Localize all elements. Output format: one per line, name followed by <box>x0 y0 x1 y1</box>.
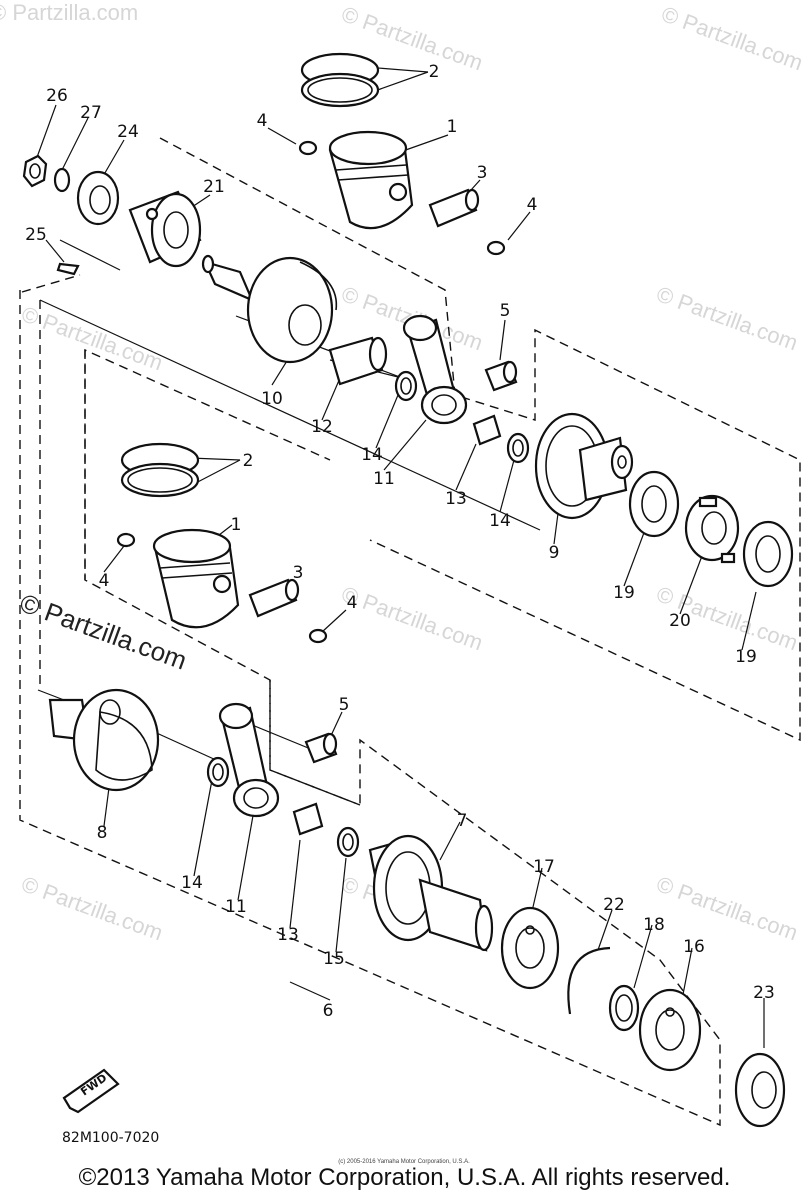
washer-18 <box>608 984 640 1032</box>
callout-27: 27 <box>80 103 102 123</box>
callout-4-lower-right: 4 <box>347 593 358 613</box>
callout-17: 17 <box>533 857 555 877</box>
callout-1-upper: 1 <box>447 117 458 137</box>
copyright-footer: ©2013 Yamaha Motor Corporation, U.S.A. A… <box>78 1164 731 1191</box>
callout-labels: 26 27 24 21 25 2 4 1 3 4 10 12 5 14 11 1… <box>25 62 775 1021</box>
oil-seal-23 <box>734 1052 786 1128</box>
leader-lines <box>35 67 765 1048</box>
callout-12: 12 <box>311 417 333 437</box>
upper-thrust-washer-a <box>394 370 418 402</box>
lower-circlip-right <box>308 628 328 644</box>
lower-piston <box>152 528 240 629</box>
lower-cylinder-boundary <box>84 350 361 806</box>
callout-10: 10 <box>261 389 283 409</box>
callout-1-lower: 1 <box>231 515 242 535</box>
watermark: © Partzilla.com <box>338 581 486 655</box>
callout-21: 21 <box>203 177 225 197</box>
callout-6: 6 <box>323 1001 334 1021</box>
callout-4-lower-left: 4 <box>99 571 110 591</box>
watermark-main: © Partzilla.com <box>16 587 191 675</box>
callout-19-a: 19 <box>613 583 635 603</box>
assembly-boundaries <box>19 137 801 1127</box>
callout-3-lower: 3 <box>293 563 304 583</box>
callout-5-upper: 5 <box>500 301 511 321</box>
upper-connecting-rod <box>402 314 468 425</box>
washer-27 <box>53 167 71 193</box>
crank-pin-upper <box>328 336 388 386</box>
washer-15 <box>336 826 360 858</box>
lower-connecting-rod <box>218 702 280 818</box>
lower-thrust-washer-a <box>206 756 230 788</box>
callout-11-upper: 11 <box>373 469 395 489</box>
fwd-arrow-icon: FWD <box>62 1068 120 1114</box>
upper-circlip-right <box>486 240 506 256</box>
callout-11-lower: 11 <box>225 897 247 917</box>
watermark: © Partzilla.com <box>653 281 801 355</box>
oil-seal-24 <box>76 170 120 226</box>
callout-23: 23 <box>753 983 775 1003</box>
diagram-code: 82M100-7020 <box>62 1130 159 1146</box>
upper-small-end-bearing <box>484 360 518 392</box>
lower-piston-pin <box>248 578 300 618</box>
small-copyright-notice: (c) 2005-2016 Yamaha Motor Corporation, … <box>338 1159 470 1165</box>
callout-14-lower: 14 <box>181 873 203 893</box>
callout-3-upper: 3 <box>477 163 488 183</box>
callout-26: 26 <box>46 86 68 106</box>
callout-15: 15 <box>323 949 345 969</box>
circlip-22 <box>567 946 611 1015</box>
crank-web-7 <box>368 834 494 952</box>
callout-2-upper: 2 <box>429 62 440 82</box>
callout-16: 16 <box>683 937 705 957</box>
callout-18: 18 <box>643 915 665 935</box>
bearing-19a <box>628 470 680 538</box>
callout-8: 8 <box>97 823 108 843</box>
upper-cylinder-boundary <box>159 137 801 742</box>
crank-left-with-taper <box>201 254 338 364</box>
callout-13-upper: 13 <box>445 489 467 509</box>
upper-piston-rings <box>300 52 380 108</box>
callout-5-lower: 5 <box>339 695 350 715</box>
bearing-21 <box>128 190 202 268</box>
nut-26 <box>22 154 48 188</box>
callout-13-lower: 13 <box>277 925 299 945</box>
callout-9: 9 <box>549 543 560 563</box>
crank-assembly-boundary <box>19 274 721 1127</box>
callout-4-upper-right: 4 <box>527 195 538 215</box>
key-25 <box>56 262 80 276</box>
crank-web-8 <box>48 688 160 792</box>
callout-14-upper-b: 14 <box>489 511 511 531</box>
watermark: © Partzilla.com <box>653 871 801 945</box>
bearing-17 <box>500 906 560 990</box>
callout-24: 24 <box>117 122 139 142</box>
lower-small-end-bearing <box>304 732 338 764</box>
upper-piston <box>328 130 414 230</box>
callout-4-upper-left: 4 <box>257 111 268 131</box>
bearing-19b <box>742 520 794 588</box>
upper-thrust-washer-b <box>506 432 530 464</box>
callout-7: 7 <box>457 811 468 831</box>
callout-2-lower: 2 <box>243 451 254 471</box>
crank-web-9 <box>534 412 634 520</box>
labyrinth-seal-20 <box>684 494 740 564</box>
callout-22: 22 <box>603 895 625 915</box>
callout-20: 20 <box>669 611 691 631</box>
bearing-16 <box>638 988 702 1072</box>
watermark: © Partzilla.com <box>18 871 166 945</box>
callout-14-upper-a: 14 <box>361 445 383 465</box>
upper-piston-pin <box>428 188 480 228</box>
callout-19-b: 19 <box>735 647 757 667</box>
callout-25: 25 <box>25 225 47 245</box>
watermark: © Partzilla.com <box>0 0 138 25</box>
lower-circlip-left <box>116 532 136 548</box>
upper-big-end-bearing <box>472 414 502 446</box>
watermark: © Partzilla.com <box>658 1 806 75</box>
lower-big-end-bearing <box>292 802 324 836</box>
upper-circlip-left <box>298 140 318 156</box>
lower-piston-rings <box>120 442 200 498</box>
